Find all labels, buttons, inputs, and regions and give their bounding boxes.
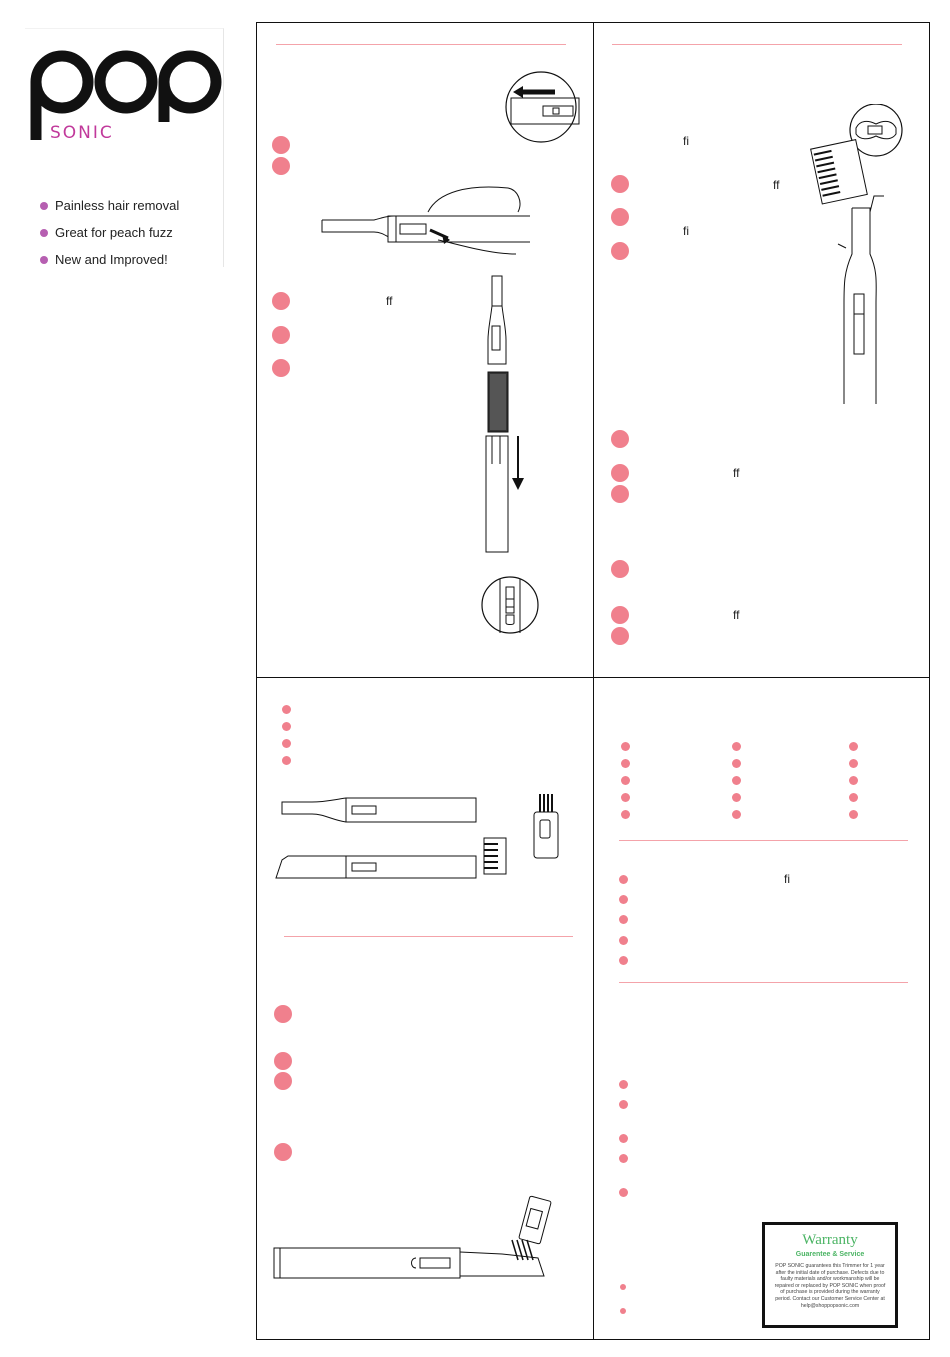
column-divider xyxy=(593,22,594,1340)
warranty-title: Warranty xyxy=(802,1232,858,1248)
bullet-marker xyxy=(619,875,628,884)
ligature-glyph: fi xyxy=(784,872,790,886)
step-marker xyxy=(272,359,290,377)
step-marker xyxy=(611,560,629,578)
step-marker xyxy=(611,242,629,260)
section-rule xyxy=(619,840,908,841)
step-marker xyxy=(611,175,629,193)
bullet-marker xyxy=(282,739,291,748)
step-marker xyxy=(272,292,290,310)
warranty-subtitle: Guarentee & Service xyxy=(795,1251,865,1258)
cleaning-brush-illustration xyxy=(273,1195,552,1279)
bullet-marker xyxy=(849,776,858,785)
step-marker xyxy=(272,136,290,154)
bullet-marker xyxy=(619,1134,628,1143)
bullet-marker xyxy=(621,810,630,819)
logo-sub: SONIC xyxy=(50,123,114,143)
bullet-marker xyxy=(849,742,858,751)
bullet-marker xyxy=(621,793,630,802)
step-marker xyxy=(272,326,290,344)
bullet-marker xyxy=(621,776,630,785)
bullet-marker xyxy=(282,722,291,731)
bullet-marker xyxy=(619,895,628,904)
bullet-marker xyxy=(732,793,741,802)
step-marker xyxy=(272,157,290,175)
step-marker xyxy=(274,1072,292,1090)
bullet-marker xyxy=(282,756,291,765)
step-marker xyxy=(274,1143,292,1161)
comb-attachment-illustration xyxy=(810,104,903,404)
trimmer-comparison-illustration xyxy=(275,794,559,879)
section-rule xyxy=(612,44,902,45)
bullet-marker xyxy=(732,776,741,785)
brand-panel xyxy=(25,28,224,267)
step-marker xyxy=(611,606,629,624)
warranty-body: POP SONIC guarantees this Trimmer for 1 … xyxy=(774,1263,886,1309)
ligature-glyph: fi xyxy=(683,134,689,148)
bullet-marker xyxy=(732,742,741,751)
bullet-marker xyxy=(619,956,628,965)
bullet-marker xyxy=(619,915,628,924)
ligature-glyph: ff xyxy=(733,608,740,622)
bullet-marker xyxy=(849,810,858,819)
feature-list: Painless hair removal Great for peach fu… xyxy=(40,192,179,273)
step-marker xyxy=(611,464,629,482)
feature-item: Painless hair removal xyxy=(40,192,179,219)
hand-switch-illustration xyxy=(321,186,530,255)
pop-sonic-logo: SONIC xyxy=(30,50,222,143)
bullet-marker xyxy=(619,936,628,945)
step-marker xyxy=(274,1005,292,1023)
switch-detail-illustration xyxy=(505,71,580,143)
step-marker xyxy=(611,627,629,645)
battery-illustration xyxy=(485,275,524,553)
bullet-marker xyxy=(620,1284,626,1290)
feature-item: Great for peach fuzz xyxy=(40,219,179,246)
bullet-marker xyxy=(620,1308,626,1314)
step-marker xyxy=(611,485,629,503)
bullet-marker xyxy=(621,759,630,768)
warranty-card: Warranty Guarentee & Service POP SONIC g… xyxy=(762,1222,898,1328)
bullet-marker xyxy=(732,810,741,819)
bullet-marker xyxy=(619,1080,628,1089)
section-rule xyxy=(619,982,908,983)
step-marker xyxy=(611,430,629,448)
section-rule xyxy=(276,44,566,45)
bullet-marker xyxy=(621,742,630,751)
bullet-marker xyxy=(732,759,741,768)
step-marker xyxy=(274,1052,292,1070)
bullet-marker xyxy=(619,1154,628,1163)
feature-item: New and Improved! xyxy=(40,246,179,273)
bullet-marker xyxy=(849,793,858,802)
bullet-marker xyxy=(619,1188,628,1197)
step-marker xyxy=(611,208,629,226)
section-rule xyxy=(284,936,573,937)
cap-detail-illustration xyxy=(481,576,539,634)
ligature-glyph: ff xyxy=(733,466,740,480)
row-divider xyxy=(256,677,930,678)
ligature-glyph: fi xyxy=(683,224,689,238)
bullet-marker xyxy=(849,759,858,768)
bullet-marker xyxy=(619,1100,628,1109)
ligature-glyph: ff xyxy=(386,294,393,308)
ligature-glyph: ff xyxy=(773,178,780,192)
bullet-marker xyxy=(282,705,291,714)
